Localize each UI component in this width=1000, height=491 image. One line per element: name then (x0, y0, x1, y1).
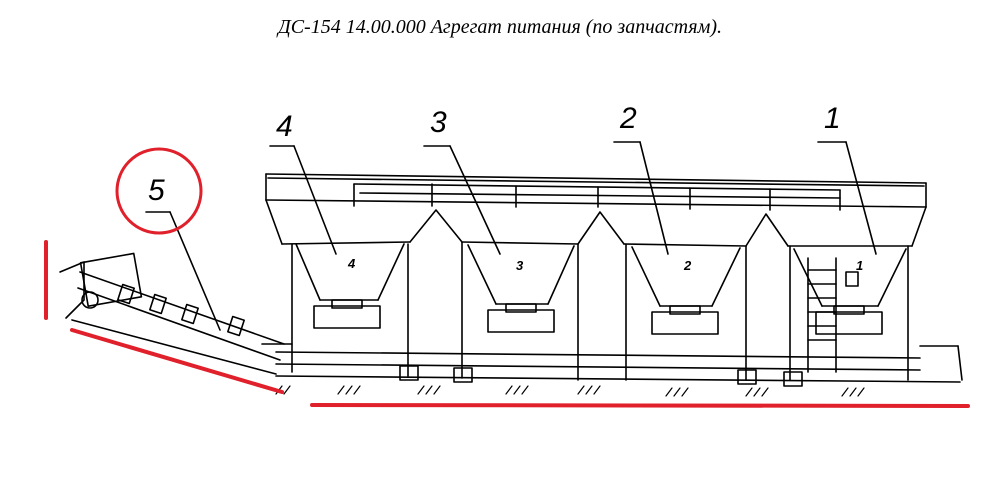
base-frame (275, 345, 963, 387)
leader-lines (145, 141, 877, 331)
hopper-label-1: 1 (856, 258, 863, 273)
red-ground-mark (310, 403, 970, 408)
red-circle-callout-5 (115, 147, 203, 235)
hopper-3 (461, 241, 579, 333)
top-rim (265, 173, 927, 247)
red-slope-mark (70, 328, 284, 394)
inclined-conveyor (59, 252, 293, 375)
bin-dividers (409, 209, 789, 247)
drawing-title: ДС-154 14.00.000 Агрегат питания (по зап… (277, 16, 723, 38)
callout-2: 2 (619, 102, 637, 135)
ground-hatching (275, 385, 865, 397)
hopper-label-4: 4 (347, 256, 356, 271)
hopper-2 (623, 243, 747, 335)
callout-4: 4 (276, 110, 293, 143)
support-columns (291, 241, 909, 381)
callout-5: 5 (148, 174, 165, 207)
hopper-label-2: 2 (683, 258, 692, 273)
callout-1: 1 (824, 102, 841, 135)
callout-3: 3 (430, 106, 447, 139)
red-highlights (44, 147, 970, 408)
railing (353, 183, 841, 211)
hopper-1 (787, 245, 913, 373)
hopper-4 (281, 241, 411, 329)
hopper-label-3: 3 (516, 258, 524, 273)
